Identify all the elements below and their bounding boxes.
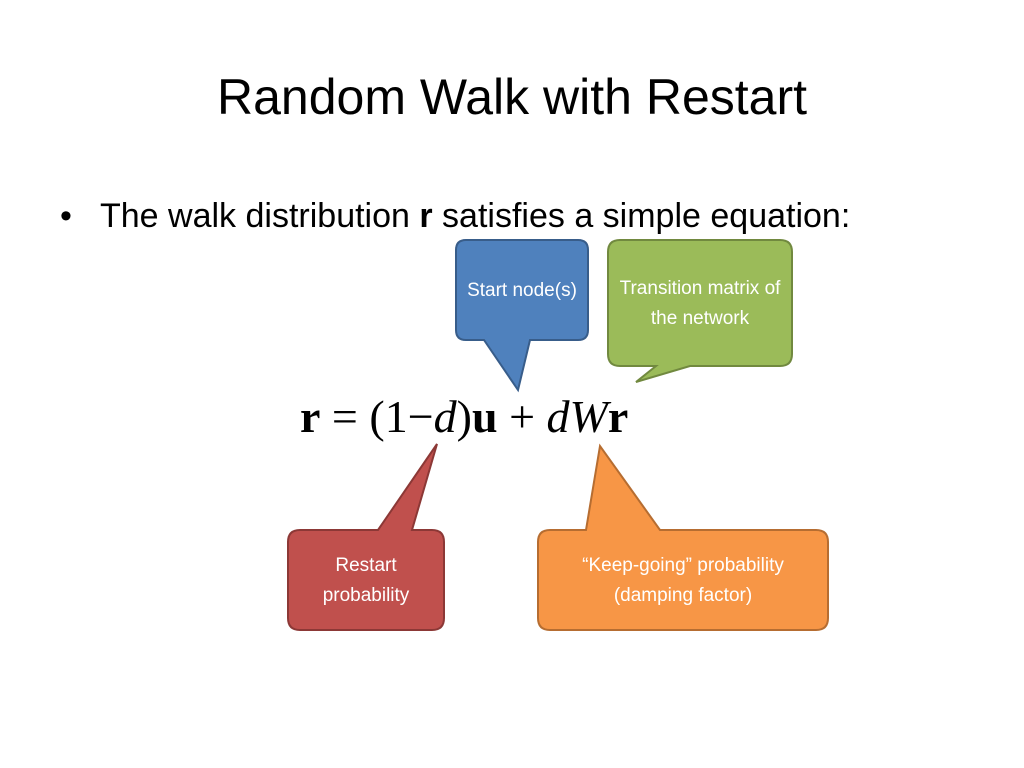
bullet-text-before: The walk distribution xyxy=(100,197,420,235)
eq-u-vector: u xyxy=(471,391,498,442)
slide-title: Random Walk with Restart xyxy=(217,69,807,125)
bullet-bold-term: r xyxy=(419,197,433,235)
eq-minus: − xyxy=(407,391,434,442)
eq-equals: = xyxy=(320,391,370,442)
eq-plus: + xyxy=(497,391,547,442)
eq-r-vector: r xyxy=(300,391,321,442)
callout-keep-going-shape xyxy=(537,443,829,631)
equation: r = (1−d)u + dWr xyxy=(300,386,700,448)
eq-d-damping: d xyxy=(546,391,570,442)
eq-open-paren: (1 xyxy=(369,391,408,442)
callout-transition-label: Transition matrix of the network xyxy=(619,278,781,329)
bullet-text-after: satisfies a simple equation: xyxy=(432,197,851,235)
callout-start-node-shape xyxy=(455,239,589,393)
callout-start-node-label: Start node(s) xyxy=(467,280,577,301)
bullet-marker: • xyxy=(60,197,72,235)
bullet-text: The walk distribution r satisfies a simp… xyxy=(100,190,880,242)
callout-restart-label: Restart probability xyxy=(322,555,410,606)
callout-restart-shape xyxy=(287,443,445,631)
callout-transition-shape xyxy=(607,239,793,383)
eq-d-restart: d xyxy=(433,391,457,442)
eq-r-vector-2: r xyxy=(607,391,629,442)
callout-keep-going-label: “Keep-going” probability (damping factor… xyxy=(582,555,784,606)
eq-close-paren: ) xyxy=(456,391,472,442)
eq-w-matrix: W xyxy=(569,391,608,442)
